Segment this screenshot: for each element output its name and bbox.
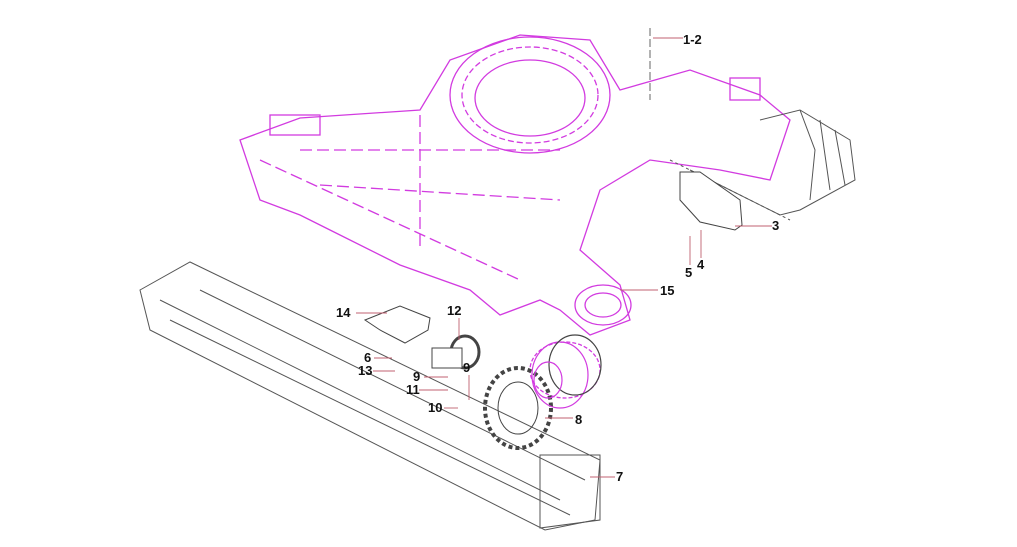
callout-14: 14 — [336, 305, 351, 320]
callout-9-a: 9 — [413, 369, 421, 384]
callout-1-2: 1-2 — [683, 32, 702, 47]
callout-11: 11 — [406, 382, 420, 397]
cover-plate — [679, 171, 743, 231]
callout-5: 5 — [685, 265, 693, 280]
callout-7: 7 — [616, 469, 624, 484]
callout-4: 4 — [697, 257, 705, 272]
leader-lines — [356, 28, 772, 478]
roller-bracket — [363, 305, 431, 344]
right-track-section — [669, 109, 856, 221]
sprocket — [483, 366, 553, 450]
track-frame — [239, 34, 791, 399]
travel-motor — [531, 334, 602, 409]
callout-6: 6 — [364, 350, 372, 365]
callout-12: 12 — [447, 303, 462, 318]
carrier-roller — [431, 334, 481, 370]
track-chain — [139, 261, 601, 531]
callout-15: 15 — [660, 283, 675, 298]
callout-9-b: 9 — [463, 360, 471, 375]
callout-8: 8 — [575, 412, 583, 427]
callout-10: 10 — [428, 400, 443, 415]
callout-3: 3 — [772, 218, 780, 233]
callout-13: 13 — [358, 363, 373, 378]
